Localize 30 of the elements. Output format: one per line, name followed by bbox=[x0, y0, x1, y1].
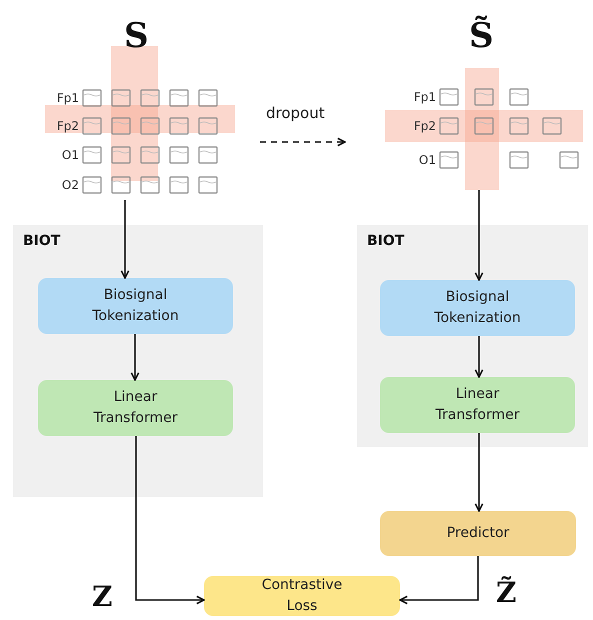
channel-label: O1 bbox=[62, 149, 79, 161]
channel-label: O2 bbox=[62, 179, 79, 191]
matrix-symbol: S̃ bbox=[469, 18, 494, 56]
module-panel bbox=[13, 225, 263, 497]
edge-label: Z̃ bbox=[496, 576, 516, 609]
arrow bbox=[130, 334, 140, 381]
panel-title: BIOT bbox=[23, 233, 60, 249]
arrow bbox=[260, 138, 346, 146]
arrow bbox=[135, 436, 205, 604]
channel-label: Fp2 bbox=[56, 120, 79, 132]
arrow bbox=[474, 433, 484, 512]
panel-title: BIOT bbox=[367, 233, 404, 249]
arrow bbox=[474, 190, 484, 281]
edge-label: dropout bbox=[266, 104, 325, 122]
channel-label: Fp2 bbox=[414, 120, 436, 132]
channel-label: Fp1 bbox=[414, 91, 436, 103]
channel-label: Fp1 bbox=[56, 92, 79, 104]
process-box: Contrastive Loss bbox=[204, 576, 400, 616]
channel-label: O1 bbox=[418, 154, 436, 166]
matrix-symbol: S bbox=[124, 18, 149, 56]
process-box: Biosignal Tokenization bbox=[38, 278, 233, 334]
process-box: Biosignal Tokenization bbox=[380, 280, 575, 336]
module-panel bbox=[357, 225, 588, 447]
edge-label: Z bbox=[92, 580, 112, 613]
process-box: Linear Transformer bbox=[38, 380, 233, 436]
process-box: Predictor bbox=[380, 511, 576, 556]
arrow bbox=[399, 556, 479, 604]
process-box: Linear Transformer bbox=[380, 377, 575, 433]
arrow bbox=[120, 200, 130, 279]
arrow bbox=[474, 336, 484, 378]
